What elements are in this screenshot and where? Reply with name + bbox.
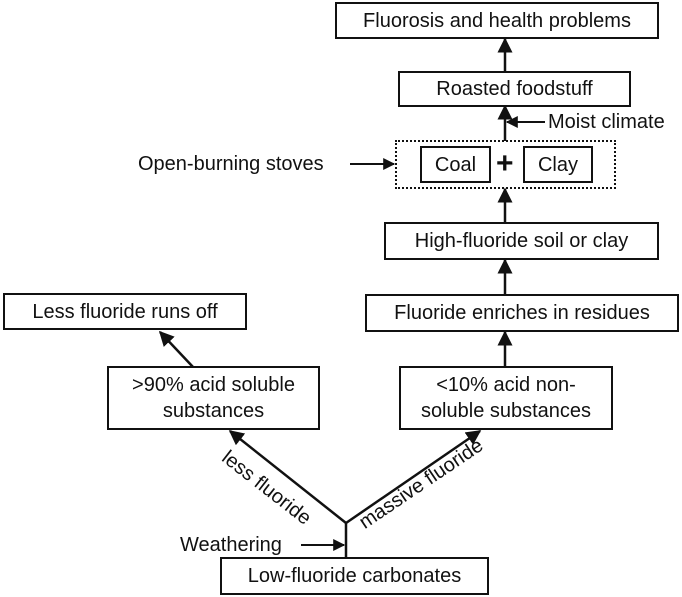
node-less-fluoride-runs-off: Less fluoride runs off: [3, 293, 247, 330]
arrow-branch-massive-fluoride: [345, 429, 482, 525]
node-low-fluoride-carbonates: Low-fluoride carbonates: [220, 557, 489, 595]
node-fluorosis-label: Fluorosis and health problems: [363, 9, 631, 32]
arrow-branch-less-fluoride: [228, 430, 347, 524]
node-acid-soluble-line2: substances: [162, 400, 265, 422]
node-roasted-label: Roasted foodstuff: [436, 78, 593, 100]
node-acid-non-soluble: <10% acid non- soluble substances: [399, 366, 613, 430]
node-low-fluoride-label: Low-fluoride carbonates: [247, 565, 462, 587]
node-clay-label: Clay: [537, 153, 578, 176]
node-fluoride-enriches: Fluoride enriches in residues: [365, 294, 679, 332]
arrow-soluble-to-runoff: [158, 330, 194, 368]
node-acid-soluble-line1: >90% acid soluble: [132, 374, 295, 396]
node-high-fluoride-label: High-fluoride soil or clay: [414, 230, 629, 252]
label-weathering: Weathering: [180, 534, 282, 556]
node-acid-soluble: >90% acid soluble substances: [107, 366, 320, 430]
node-roasted-foodstuff: Roasted foodstuff: [398, 71, 631, 107]
node-clay: Clay: [523, 146, 593, 183]
label-open-burning-stoves: Open-burning stoves: [138, 153, 324, 175]
node-fluorosis: Fluorosis and health problems: [335, 2, 659, 39]
node-acid-non-soluble-line1: <10% acid non-: [436, 374, 576, 396]
node-coal-label: Coal: [434, 153, 477, 176]
node-high-fluoride-soil: High-fluoride soil or clay: [384, 222, 659, 260]
node-runs-off-label: Less fluoride runs off: [32, 300, 218, 323]
node-coal-clay-group: [395, 140, 616, 189]
label-moist-climate: Moist climate: [548, 111, 665, 133]
node-enriches-label: Fluoride enriches in residues: [394, 302, 650, 324]
node-acid-non-soluble-line2: soluble substances: [420, 400, 592, 422]
node-coal: Coal: [420, 146, 491, 183]
plus-sign: +: [496, 147, 514, 180]
